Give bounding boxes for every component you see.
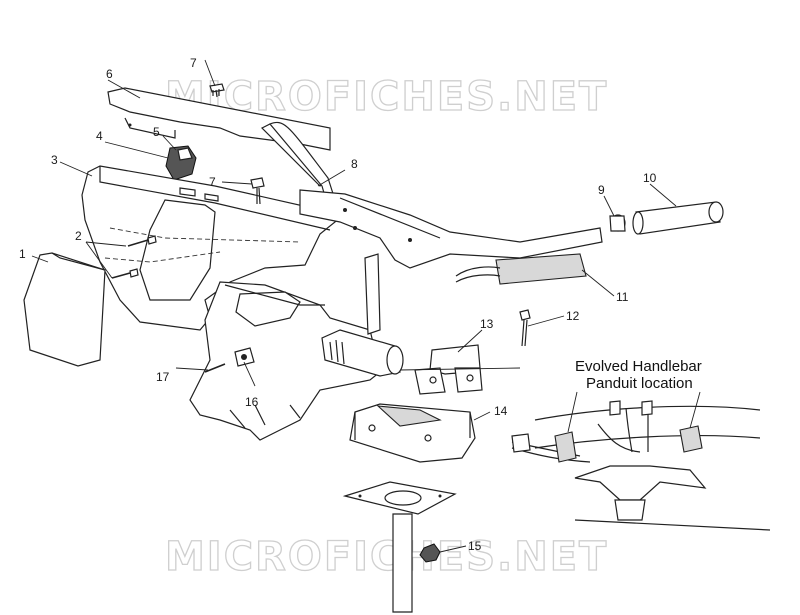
part-15-nut [419,543,441,563]
part-8-handlebar [260,121,603,377]
lower-handlebar-housing [189,281,381,441]
callout-9: 9 [598,183,605,197]
callout-5: 5 [153,125,160,139]
part-12-bolt [519,309,531,347]
callout-14: 14 [494,404,508,418]
part-13-clamp [414,344,483,395]
callout-17: 17 [156,370,170,384]
callout-11: 11 [616,290,629,304]
part-7-screw-top [209,83,225,98]
callout-7-top: 7 [190,56,197,70]
callout-13: 13 [480,317,494,331]
part-17-pin [204,363,226,373]
callout-3: 3 [51,153,58,167]
watermark-bottom: MICROFICHES.NET [165,534,608,580]
callout-16: 16 [245,395,259,409]
part-10-grip [632,201,724,235]
steering-post-plate [342,481,457,613]
part-5-switch [165,145,197,181]
callout-8: 8 [351,157,358,171]
callout-7-mid: 7 [209,175,216,189]
part-16-fastener [234,347,255,367]
part-2-screws [111,235,157,279]
callout-1: 1 [19,247,26,261]
leader-lines [31,59,677,553]
part-11-heated-grip [455,253,587,285]
part-7-screw-mid [250,177,265,205]
callout-15: 15 [468,539,482,553]
part-3-headlight-pod [81,165,342,331]
callout-10: 10 [643,171,657,185]
part-9-collar [609,214,626,232]
callout-labels: 1 2 3 4 5 6 7 7 8 9 10 11 12 13 14 15 16… [19,56,657,553]
inset-evolved-handlebar: Evolved Handlebar Panduit location [511,358,771,531]
callout-2: 2 [75,229,82,243]
callout-4: 4 [96,129,103,143]
callout-12: 12 [566,309,580,323]
callout-6: 6 [106,67,113,81]
inset-title-line1: Evolved Handlebar [575,358,702,375]
inset-title-line2: Panduit location [586,375,693,392]
part-1-lens [23,252,106,367]
part-14-riser [349,403,476,463]
